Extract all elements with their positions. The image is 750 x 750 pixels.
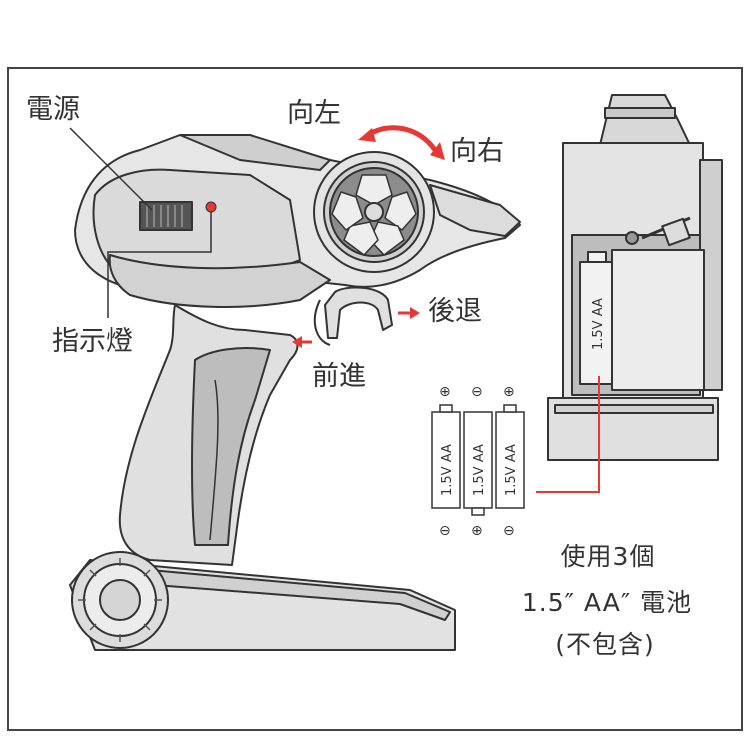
screwdriver-handle <box>661 217 691 247</box>
compartment-top-ridge <box>604 107 676 119</box>
steering-wheel-hub <box>364 202 384 222</box>
installed-battery-cap <box>587 251 607 263</box>
battery-3-label: 1.5V AA <box>504 444 519 496</box>
arrows <box>292 125 445 348</box>
steer-left-label: 向左 <box>287 98 341 129</box>
battery-2-top-symbol: ⊖ <box>471 384 483 400</box>
battery-3-bottom-symbol: ⊖ <box>503 523 515 539</box>
battery-1-body <box>431 411 461 509</box>
battery-1-label: 1.5V AA <box>440 444 455 496</box>
power-switch-ridges <box>146 205 183 227</box>
steering-arrow-head-right <box>430 142 445 160</box>
battery-1-bottom-symbol: ⊖ <box>439 523 451 539</box>
loose-batteries <box>431 404 525 516</box>
head-top-ridge <box>179 134 331 171</box>
indicator-led <box>205 201 217 213</box>
forward-arrow-head <box>292 336 302 348</box>
trigger-guard <box>313 299 331 346</box>
base-wheel-inner <box>99 579 141 621</box>
battery-3-tip <box>503 404 517 413</box>
battery-2-bottom-symbol: ⊕ <box>471 523 483 539</box>
grip-groove <box>209 379 219 541</box>
battery-caption-line1: 使用3個 <box>560 542 656 571</box>
leader-lines <box>69 127 212 318</box>
throttle-trigger <box>324 286 393 339</box>
battery-caption-line3: (不包含) <box>555 630 655 659</box>
battery-2-label: 1.5V AA <box>472 444 487 496</box>
battery-3-body <box>495 411 525 509</box>
compartment-screw <box>625 231 639 245</box>
battery-3-top-symbol: ⊕ <box>503 384 515 400</box>
battery-1-tip <box>439 404 453 413</box>
compartment-battery-text: 1.5V AA <box>591 298 606 350</box>
battery-1-top-symbol: ⊕ <box>439 384 451 400</box>
battery-connector-line <box>536 376 600 493</box>
indicator-leader <box>107 212 212 278</box>
battery-compartment-illustration <box>547 94 723 461</box>
steer-right-label: 向右 <box>450 136 504 167</box>
indicator-label: 指示燈 <box>52 326 133 357</box>
battery-2-tip <box>471 507 485 516</box>
controller-illustration <box>69 134 521 651</box>
grip-inner-panel <box>190 347 271 546</box>
compartment-cover <box>611 249 705 391</box>
base-wheel-teeth <box>78 558 162 642</box>
head-lower-shell <box>108 254 331 308</box>
forward-label: 前進 <box>312 361 366 392</box>
compartment-base-lip <box>554 404 714 414</box>
power-label: 電源 <box>26 94 80 125</box>
power-leader <box>69 127 153 211</box>
steering-arrow-head-left <box>358 128 376 142</box>
steering-wheel-spokes <box>331 174 417 256</box>
steering-arrow <box>365 125 438 153</box>
battery-caption-line2: 1.5″ AA″ 電池 <box>521 588 693 617</box>
reverse-label: 後退 <box>428 296 482 327</box>
head-nose <box>429 184 521 237</box>
reverse-arrow-head <box>410 307 420 319</box>
